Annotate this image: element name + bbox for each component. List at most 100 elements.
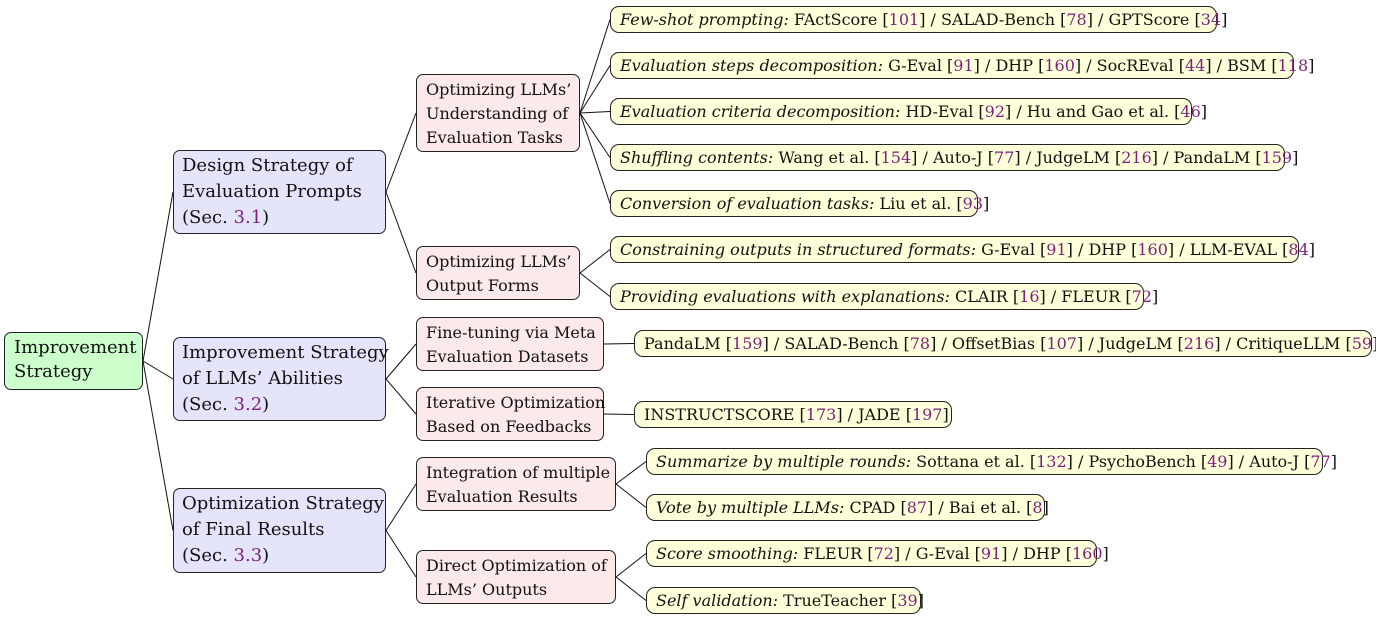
method-name: Evaluation criteria decomposition:	[620, 102, 901, 121]
leaf-shuffling-contents: Shuffling contents: Wang et al. [154 ] / …	[610, 144, 1298, 171]
substrategy-label-line: LLMs’ Outputs	[426, 580, 548, 599]
leaf-text: ] / CritiqueLLM [	[1214, 334, 1352, 353]
citation-link[interactable]: 84	[1288, 240, 1309, 259]
citation-link[interactable]: 78	[1066, 10, 1087, 29]
leaf-few-shot-prompting: Few-shot prompting: FActScore [101] / SA…	[610, 6, 1227, 33]
tree-edge	[579, 272, 611, 297]
citation-link[interactable]: 16	[1019, 287, 1040, 306]
tree-edge	[615, 553, 647, 578]
leaf-text: Wang et al. [	[773, 148, 881, 167]
substrategy-node-direct-optimization: Direct Optimization of LLMs’ Outputs	[416, 550, 616, 604]
leaf-text: FActScore [	[788, 10, 889, 29]
sec-prefix: (Sec.	[182, 207, 234, 228]
citation-link[interactable]: 160	[1137, 240, 1168, 259]
citation-link[interactable]: 44	[1184, 56, 1206, 75]
leaf-text: ] / PandaLM [	[1151, 148, 1262, 167]
citation-link[interactable]: 132	[1036, 452, 1067, 471]
leaf-text: ]	[1042, 498, 1049, 517]
citation-link[interactable]: 154	[880, 148, 912, 167]
citation-link[interactable]: 34	[1200, 10, 1222, 29]
tree-edge	[142, 360, 174, 380]
citation-link[interactable]: 159	[1261, 148, 1293, 167]
citation-link[interactable]: 49	[1207, 452, 1228, 471]
tree-edge	[579, 112, 611, 204]
tree-edge	[615, 576, 647, 601]
leaf-text: ]	[1330, 452, 1337, 471]
citation-link[interactable]: 216	[1121, 148, 1152, 167]
citation-link[interactable]: 72	[873, 544, 894, 563]
leaf-evaluation-criteria-decomposition: Evaluation criteria decomposition: HD-Ev…	[610, 98, 1207, 125]
strategy-label-line: Optimization Strategy	[182, 493, 384, 514]
substrategy-label-line: Optimizing LLMs’	[426, 80, 572, 99]
leaf-text: ] / Hu and Gao et al. [	[1005, 102, 1181, 121]
citation-link[interactable]: 91	[953, 56, 974, 75]
citation-link[interactable]: 107	[1046, 334, 1077, 353]
substrategy-label-line: Iterative Optimization	[426, 393, 606, 412]
leaf-text: ] / JudgeLM [	[1014, 148, 1122, 167]
substrategy-label-line: Evaluation Tasks	[426, 128, 563, 147]
method-name: Self validation:	[656, 591, 779, 610]
leaf-text: G-Eval [	[976, 240, 1047, 259]
citation-link[interactable]: 173	[805, 405, 837, 424]
citation-link[interactable]: 118	[1277, 56, 1309, 75]
leaf-text: ]	[1102, 544, 1109, 563]
leaf-meta-evaluation-datasets: PandaLM [159] / SALAD-Bench [78] / Offse…	[634, 330, 1376, 357]
method-name: Conversion of evaluation tasks:	[620, 194, 875, 213]
leaf-text: ] / SocREval [	[1074, 56, 1185, 75]
citation-link[interactable]: 77	[994, 148, 1015, 167]
leaf-text: Sottana et al. [	[911, 452, 1037, 471]
leaf-constraining-outputs: Constraining outputs in structured forma…	[610, 236, 1315, 263]
citation-link[interactable]: 77	[1310, 452, 1331, 471]
sec-prefix: (Sec.	[182, 545, 234, 566]
citation-link[interactable]: 92	[984, 102, 1005, 121]
strategy-node-design-prompts: Design Strategy of Evaluation Prompts (S…	[173, 150, 386, 234]
citation-link[interactable]: 93	[962, 194, 984, 213]
tree-edge	[579, 19, 611, 114]
citation-link[interactable]: 8	[1032, 498, 1043, 517]
leaf-text: ] / BSM [	[1205, 56, 1278, 75]
citation-link[interactable]: 78	[909, 334, 931, 353]
sec-suffix: )	[262, 394, 270, 415]
citation-link[interactable]: 160	[1044, 56, 1075, 75]
citation-link[interactable]: 39	[897, 591, 918, 610]
method-name: Few-shot prompting:	[620, 10, 789, 29]
leaf-text: ]	[1221, 10, 1228, 29]
citation-link[interactable]: 160	[1071, 544, 1103, 563]
section-link[interactable]: 3.2	[233, 394, 263, 415]
section-link[interactable]: 3.3	[233, 545, 263, 566]
citation-link[interactable]: 91	[980, 544, 1002, 563]
citation-link[interactable]: 101	[888, 10, 920, 29]
citation-link[interactable]: 46	[1180, 102, 1201, 121]
substrategy-label-line: Understanding of	[426, 104, 569, 123]
strategy-label-line: of Final Results	[182, 519, 325, 540]
leaf-text: ] / JADE [	[836, 405, 912, 424]
tree-edge	[142, 360, 174, 531]
leaf-conversion-of-evaluation-tasks: Conversion of evaluation tasks: Liu et a…	[610, 190, 989, 217]
strategy-label-line: of LLMs’ Abilities	[182, 368, 343, 389]
citation-link[interactable]: 216	[1183, 334, 1215, 353]
citation-link[interactable]: 87	[906, 498, 928, 517]
leaf-text: ] / OffsetBias [	[930, 334, 1047, 353]
leaf-text: ]	[1151, 287, 1159, 306]
citation-link[interactable]: 59	[1351, 334, 1373, 353]
strategy-node-final-results: Optimization Strategy of Final Results (…	[173, 488, 386, 573]
citation-link[interactable]: 91	[1046, 240, 1067, 259]
citation-link[interactable]: 159	[732, 334, 763, 353]
leaf-text: TrueTeacher [	[778, 591, 898, 610]
section-link[interactable]: 3.1	[233, 207, 263, 228]
strategy-label-line: Improvement Strategy	[182, 342, 389, 363]
leaf-text: ]	[1372, 334, 1376, 353]
method-name: Shuffling contents:	[620, 148, 774, 167]
tree-edge	[603, 413, 635, 415]
citation-link[interactable]: 197	[911, 405, 943, 424]
citation-link[interactable]: 72	[1131, 287, 1152, 306]
substrategy-node-fine-tuning: Fine-tuning via Meta Evaluation Datasets	[416, 317, 604, 371]
strategy-node-llm-abilities: Improvement Strategy of LLMs’ Abilities …	[173, 337, 389, 421]
leaf-text: ] / LLM-EVAL [	[1167, 240, 1289, 259]
leaf-self-validation: Self validation: TrueTeacher [39]	[646, 587, 924, 614]
leaf-text: G-Eval [	[883, 56, 954, 75]
tree-edge	[385, 530, 417, 578]
tree-edge	[579, 112, 611, 158]
leaf-text: ] / Bai et al. [	[927, 498, 1033, 517]
